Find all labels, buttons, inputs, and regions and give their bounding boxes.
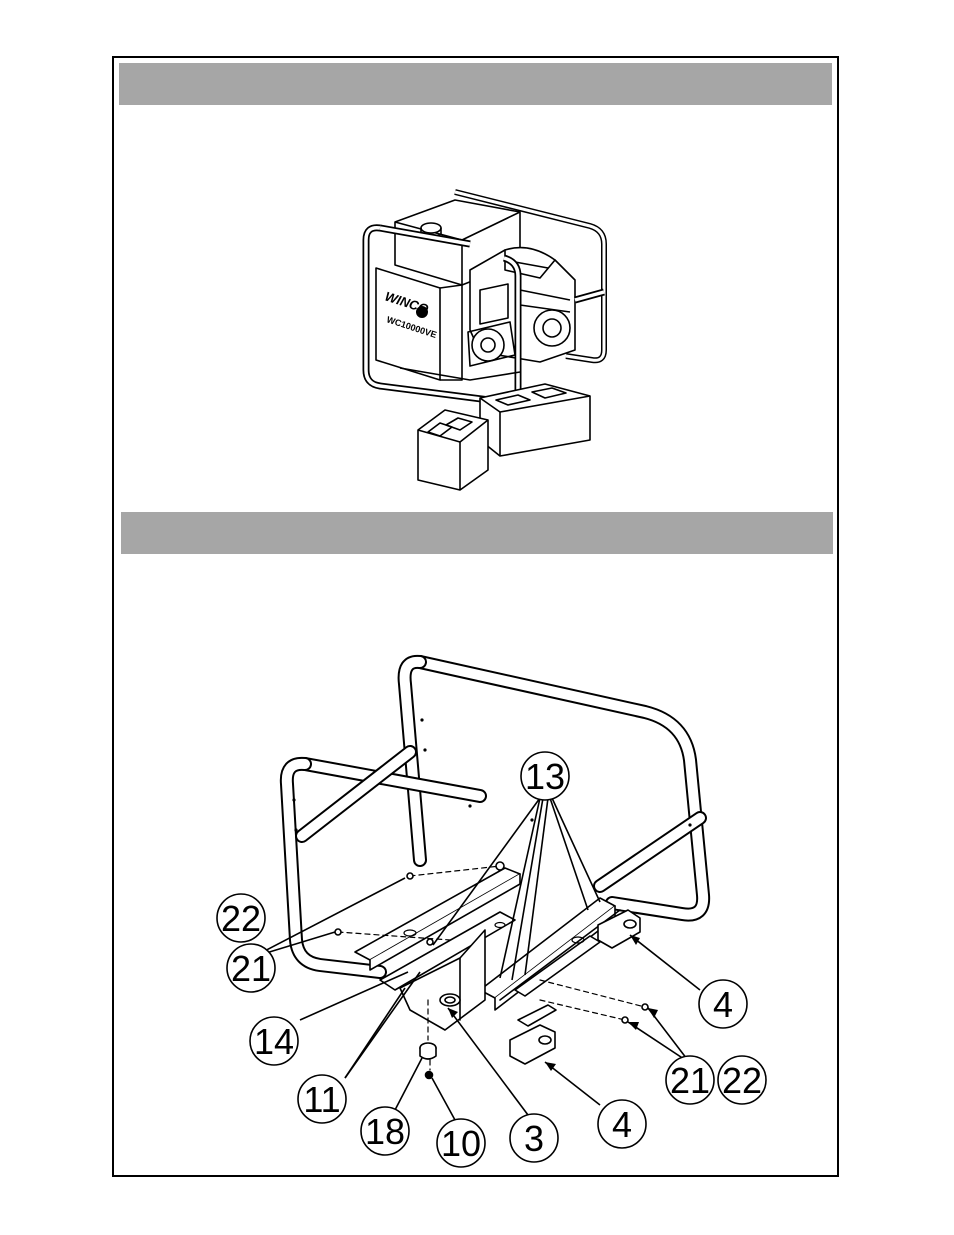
svg-text:22: 22: [722, 1060, 762, 1101]
svg-text:22: 22: [221, 898, 261, 939]
callout-18: 18: [361, 1107, 409, 1155]
callout-11: 11: [298, 1075, 346, 1123]
callout-4-lower: 4: [598, 1100, 646, 1148]
callout-3: 3: [510, 1114, 558, 1162]
svg-text:10: 10: [441, 1123, 481, 1164]
svg-text:11: 11: [303, 1079, 340, 1120]
svg-text:3: 3: [524, 1118, 544, 1159]
callout-21-left: 21: [227, 944, 275, 992]
svg-text:21: 21: [670, 1060, 710, 1101]
callout-4-upper: 4: [699, 980, 747, 1028]
callout-22-left: 22: [217, 894, 265, 942]
generator-on-blocks-illustration: WINCO WC10000VE: [366, 192, 604, 490]
svg-text:21: 21: [231, 948, 271, 989]
svg-text:13: 13: [525, 756, 565, 797]
svg-text:18: 18: [365, 1111, 405, 1152]
callout-10: 10: [437, 1119, 485, 1167]
callout-21-right: 21: [666, 1056, 714, 1104]
svg-text:4: 4: [713, 984, 733, 1025]
callout-13: 13: [521, 752, 569, 800]
svg-text:4: 4: [612, 1104, 632, 1145]
svg-text:14: 14: [254, 1021, 294, 1062]
frame-assembly-illustration: [287, 662, 703, 1079]
callout-14: 14: [250, 1017, 298, 1065]
callout-22-right: 22: [718, 1056, 766, 1104]
